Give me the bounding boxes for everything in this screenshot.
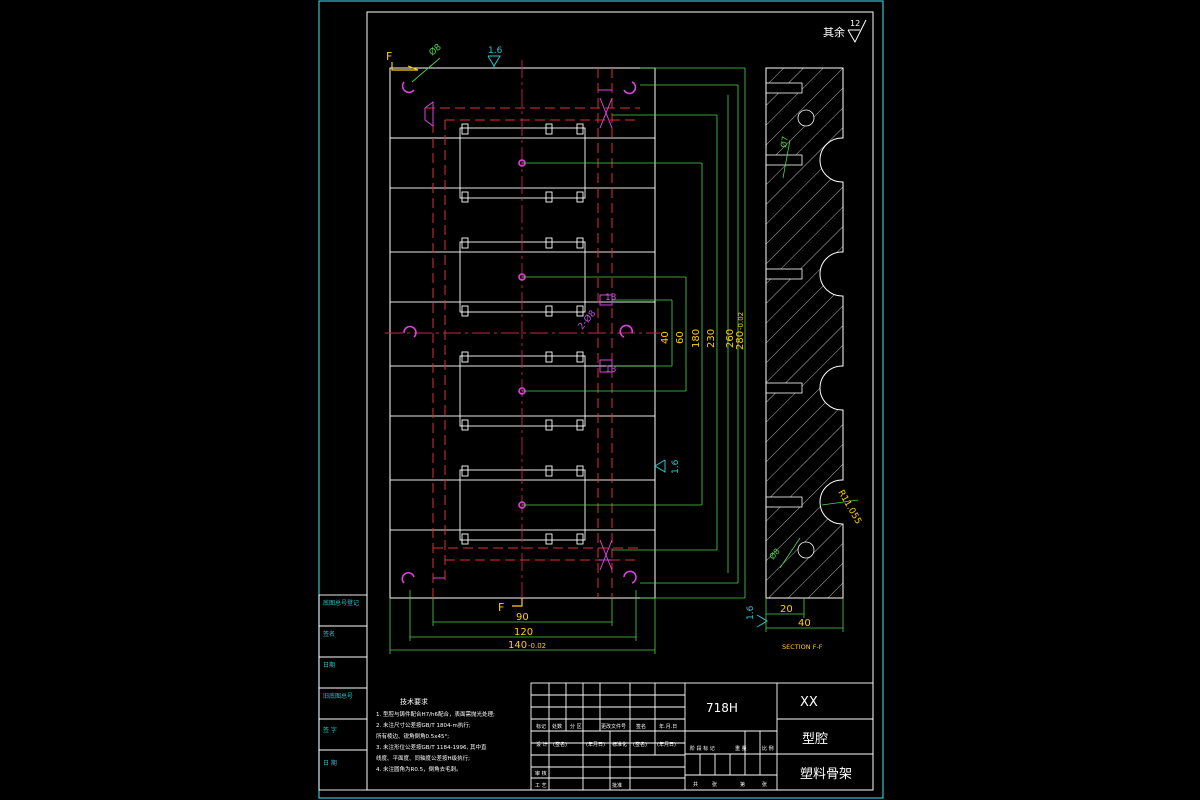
tb-row-label-5: 年.月.日 (659, 723, 677, 730)
dim-40: 40 (660, 331, 671, 344)
roughness-symbol-top (487, 55, 501, 68)
section-label: SECTION F-F (782, 643, 823, 651)
roughness-top-value: 1.6 (488, 46, 503, 56)
section-dim-20: 20 (780, 604, 793, 615)
roughness-note-text: 其余 (823, 25, 845, 39)
dim-140-tol: -0.02 (528, 642, 546, 650)
side-label-5: 日 期 (323, 759, 337, 767)
dim-230: 230 (706, 329, 717, 348)
channel-ends (424, 89, 613, 579)
dim-280: 280 (735, 331, 746, 350)
tb-sheet-unit-a: 张 (712, 781, 717, 788)
tb-design-sign: (签名) (553, 741, 567, 748)
tb-weight-label: 重 量 (735, 745, 747, 752)
roughness-symbol-right (654, 459, 666, 473)
dim-60: 60 (675, 331, 686, 344)
side-table (318, 594, 368, 791)
section-dim-40: 40 (798, 618, 811, 629)
tb-row-label-3: 更改文件号 (601, 723, 626, 730)
tb-part-name: 型腔 (802, 732, 828, 747)
tb-sheet-total: 共 (693, 781, 698, 788)
dim-280-tol: -0.02 (737, 312, 745, 330)
hole-dia-text: Ø8 (427, 41, 444, 58)
note-line-2: 所有棱边、锐角倒角0.5x45°; (376, 732, 449, 740)
tb-row-label-1: 处数 (552, 723, 562, 730)
side-label-0: 底图总号登记 (323, 599, 359, 607)
side-label-1: 签名 (323, 630, 335, 638)
tb-std-date: (年月日) (657, 741, 676, 748)
hole-dia-leader (411, 57, 441, 83)
dim-90: 90 (516, 612, 529, 623)
tb-row-label-4: 签名 (636, 723, 646, 730)
note-line-4: 线度、平面度、同轴度公差按H级执行; (376, 754, 470, 762)
tb-design-date: (年月日) (586, 741, 605, 748)
tb-company: XX (800, 695, 818, 710)
side-label-3: 旧底图总号 (323, 692, 353, 700)
small-dim-a: 13 (605, 293, 616, 303)
notes-title: 技术要求 (400, 697, 428, 706)
tb-sheet-unit-b: 张 (762, 781, 767, 788)
tb-product-name: 塑料骨架 (800, 767, 852, 782)
section-mark-bottom: F (498, 601, 504, 614)
title-block-grid (530, 682, 874, 791)
side-label-2: 日期 (323, 661, 335, 669)
tb-design-label: 设 计 (536, 741, 548, 748)
roughness-right-value: 1.6 (671, 459, 681, 474)
section-mark-top: F (386, 50, 392, 63)
section-radius: R11.055 (835, 489, 863, 527)
tb-review-label: 审 核 (535, 770, 547, 777)
side-label-4: 签 字 (323, 726, 337, 734)
roughness-symbol-bottom (756, 614, 768, 628)
note-line-3: 3. 未注形位公差按GB/T 1184-1996, 其中直 (376, 743, 487, 751)
dim-120: 120 (514, 627, 533, 638)
tb-material: 718H (706, 701, 738, 715)
vertical-dimensions (522, 67, 746, 599)
tb-stage-label: 阶 段 标 记 (690, 745, 715, 752)
note-line-5: 4. 未注圆角为R0.5，倒角去毛刺。 (376, 765, 462, 773)
note-line-1: 2. 未注尺寸公差按GB/T 1804-m执行; (376, 721, 471, 729)
tb-row-label-2: 分 区 (570, 723, 582, 730)
section-view (765, 67, 844, 599)
tb-std-label: 标准化 (612, 741, 627, 748)
centerlines (385, 60, 660, 605)
section-dimensions (765, 139, 859, 632)
tb-scale-label: 比 例 (762, 745, 774, 752)
roughness-symbol-other (847, 19, 867, 44)
outer-frame (318, 0, 884, 799)
dim-180: 180 (691, 329, 702, 348)
dim-260: 260 (725, 329, 736, 348)
tb-approve-label: 批准 (612, 782, 622, 789)
section-small-text: Ø7 (778, 135, 790, 148)
tb-sheet-no: 第 (740, 781, 745, 788)
tb-row-label-0: 标记 (536, 723, 546, 730)
hole-marks (401, 81, 637, 584)
dim-140: 140 (508, 640, 527, 651)
section-cut-marks (391, 62, 523, 607)
tb-std-sign: (签名) (633, 741, 647, 748)
roughness-other-value: 12 (850, 19, 860, 28)
small-dim-b: 13 (605, 365, 616, 375)
roughness-bottom-value: 1.6 (746, 605, 756, 620)
tb-craft-label: 工 艺 (535, 783, 547, 789)
horizontal-dimensions (389, 590, 656, 654)
cavity-slots (389, 123, 656, 545)
note-line-0: 1. 型腔与铸件配合H7/h6配合，表面需抛光处理; (376, 710, 495, 718)
